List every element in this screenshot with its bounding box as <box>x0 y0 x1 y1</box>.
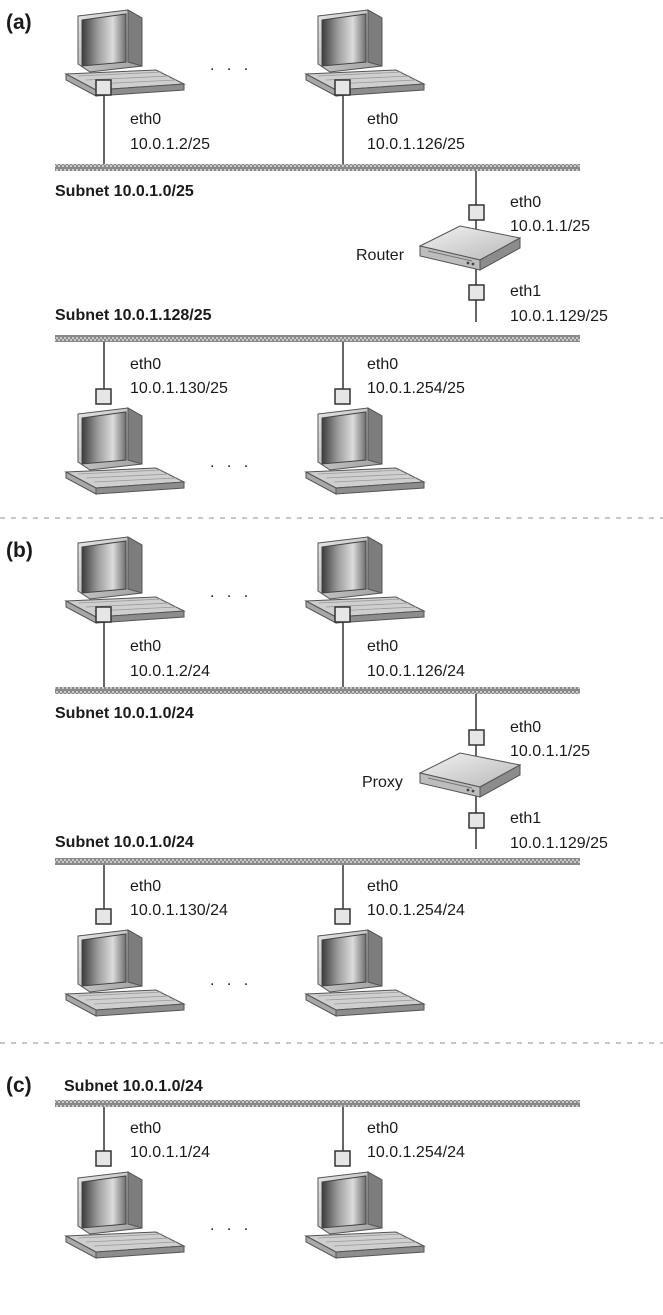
ip-label: 10.0.1.254/25 <box>367 380 465 397</box>
ip-label: 10.0.1.126/24 <box>367 663 465 680</box>
iface-label: eth1 <box>510 283 541 300</box>
nic-port <box>95 388 112 405</box>
computer-icon <box>65 929 185 1017</box>
nic-port <box>468 729 485 746</box>
subnet-bus <box>55 687 580 694</box>
nic-port <box>95 908 112 925</box>
ip-label: 10.0.1.126/25 <box>367 136 465 153</box>
iface-label: eth0 <box>130 356 161 373</box>
ip-label: 10.0.1.2/24 <box>130 663 210 680</box>
nic-port <box>334 388 351 405</box>
ip-label: 10.0.1.1/25 <box>510 743 590 760</box>
subnet-label: Subnet 10.0.1.128/25 <box>55 307 212 324</box>
host-a-top-left: eth0 10.0.1.2/25 <box>65 9 210 167</box>
ellipsis: . . . <box>210 972 252 989</box>
router-icon <box>419 225 521 271</box>
host-b-bottom-left: eth0 10.0.1.130/24 <box>65 865 228 1017</box>
computer-icon <box>65 407 185 495</box>
host-a-bottom-left: eth0 10.0.1.130/25 <box>65 342 228 495</box>
subnet-bus <box>55 164 580 171</box>
device-label: Proxy <box>362 774 403 791</box>
computer-icon <box>305 929 425 1017</box>
panel-b: (b) eth0 10.0.1.2/24 . . . eth0 10.0.1.1… <box>6 536 608 1017</box>
computer-icon <box>305 407 425 495</box>
iface-label: eth0 <box>367 111 398 128</box>
computer-icon <box>305 1171 425 1259</box>
host-b-top-left: eth0 10.0.1.2/24 <box>65 536 210 690</box>
subnet-bus <box>55 335 580 342</box>
subnet-label: Subnet 10.0.1.0/24 <box>55 705 194 722</box>
nic-port <box>468 284 485 301</box>
proxy-icon <box>419 752 521 798</box>
computer-icon <box>305 536 425 624</box>
nic-port <box>468 812 485 829</box>
computer-icon <box>65 9 185 97</box>
panel-label: (b) <box>6 539 33 562</box>
ip-label: 10.0.1.254/24 <box>367 1144 465 1161</box>
panel-label: (c) <box>6 1074 32 1097</box>
iface-label: eth0 <box>367 356 398 373</box>
nic-port <box>95 79 112 96</box>
nic-port <box>334 1150 351 1167</box>
iface-label: eth0 <box>130 638 161 655</box>
nic-port <box>95 606 112 623</box>
host-a-top-right: eth0 10.0.1.126/25 <box>305 9 465 167</box>
panel-label: (a) <box>6 11 32 34</box>
nic-port <box>468 204 485 221</box>
host-c-left: eth0 10.0.1.1/24 <box>65 1107 210 1259</box>
iface-label: eth0 <box>510 194 541 211</box>
panel-c: (c) Subnet 10.0.1.0/24 eth0 10.0.1.1/24 … <box>6 1074 580 1259</box>
nic-port <box>95 1150 112 1167</box>
subnet-label: Subnet 10.0.1.0/24 <box>55 834 194 851</box>
ellipsis: . . . <box>210 1217 252 1234</box>
ellipsis: . . . <box>210 584 252 601</box>
host-b-top-right: eth0 10.0.1.126/24 <box>305 536 465 690</box>
iface-label: eth0 <box>130 878 161 895</box>
ellipsis: . . . <box>210 454 252 471</box>
iface-label: eth1 <box>510 810 541 827</box>
ip-label: 10.0.1.130/25 <box>130 380 228 397</box>
iface-label: eth0 <box>130 111 161 128</box>
iface-label: eth0 <box>367 1120 398 1137</box>
iface-label: eth0 <box>130 1120 161 1137</box>
computer-icon <box>305 9 425 97</box>
computer-icon <box>65 536 185 624</box>
ip-label: 10.0.1.1/24 <box>130 1144 210 1161</box>
nic-port <box>334 908 351 925</box>
subnet-label: Subnet 10.0.1.0/25 <box>55 183 194 200</box>
ip-label: 10.0.1.2/25 <box>130 136 210 153</box>
ip-label: 10.0.1.254/24 <box>367 902 465 919</box>
ip-label: 10.0.1.1/25 <box>510 218 590 235</box>
panel-a: (a) eth0 10.0.1.2/25 . . . eth0 10.0.1.1… <box>6 9 608 495</box>
host-b-bottom-right: eth0 10.0.1.254/24 <box>305 865 465 1017</box>
subnet-bus <box>55 858 580 865</box>
ip-label: 10.0.1.130/24 <box>130 902 228 919</box>
ellipsis: . . . <box>210 57 252 74</box>
nic-port <box>334 79 351 96</box>
device-label: Router <box>356 247 405 264</box>
ip-label: 10.0.1.129/25 <box>510 835 608 852</box>
iface-label: eth0 <box>367 638 398 655</box>
subnet-bus <box>55 1100 580 1107</box>
proxy-device: eth0 10.0.1.1/25 Proxy eth1 10.0.1.129/2… <box>362 694 608 852</box>
host-c-right: eth0 10.0.1.254/24 <box>305 1107 465 1259</box>
host-a-bottom-right: eth0 10.0.1.254/25 <box>305 342 465 495</box>
subnet-label: Subnet 10.0.1.0/24 <box>64 1078 203 1095</box>
ip-label: 10.0.1.129/25 <box>510 308 608 325</box>
iface-label: eth0 <box>367 878 398 895</box>
iface-label: eth0 <box>510 719 541 736</box>
nic-port <box>334 606 351 623</box>
computer-icon <box>65 1171 185 1259</box>
router-device: eth0 10.0.1.1/25 Router eth1 10.0.1.129/… <box>356 171 608 325</box>
